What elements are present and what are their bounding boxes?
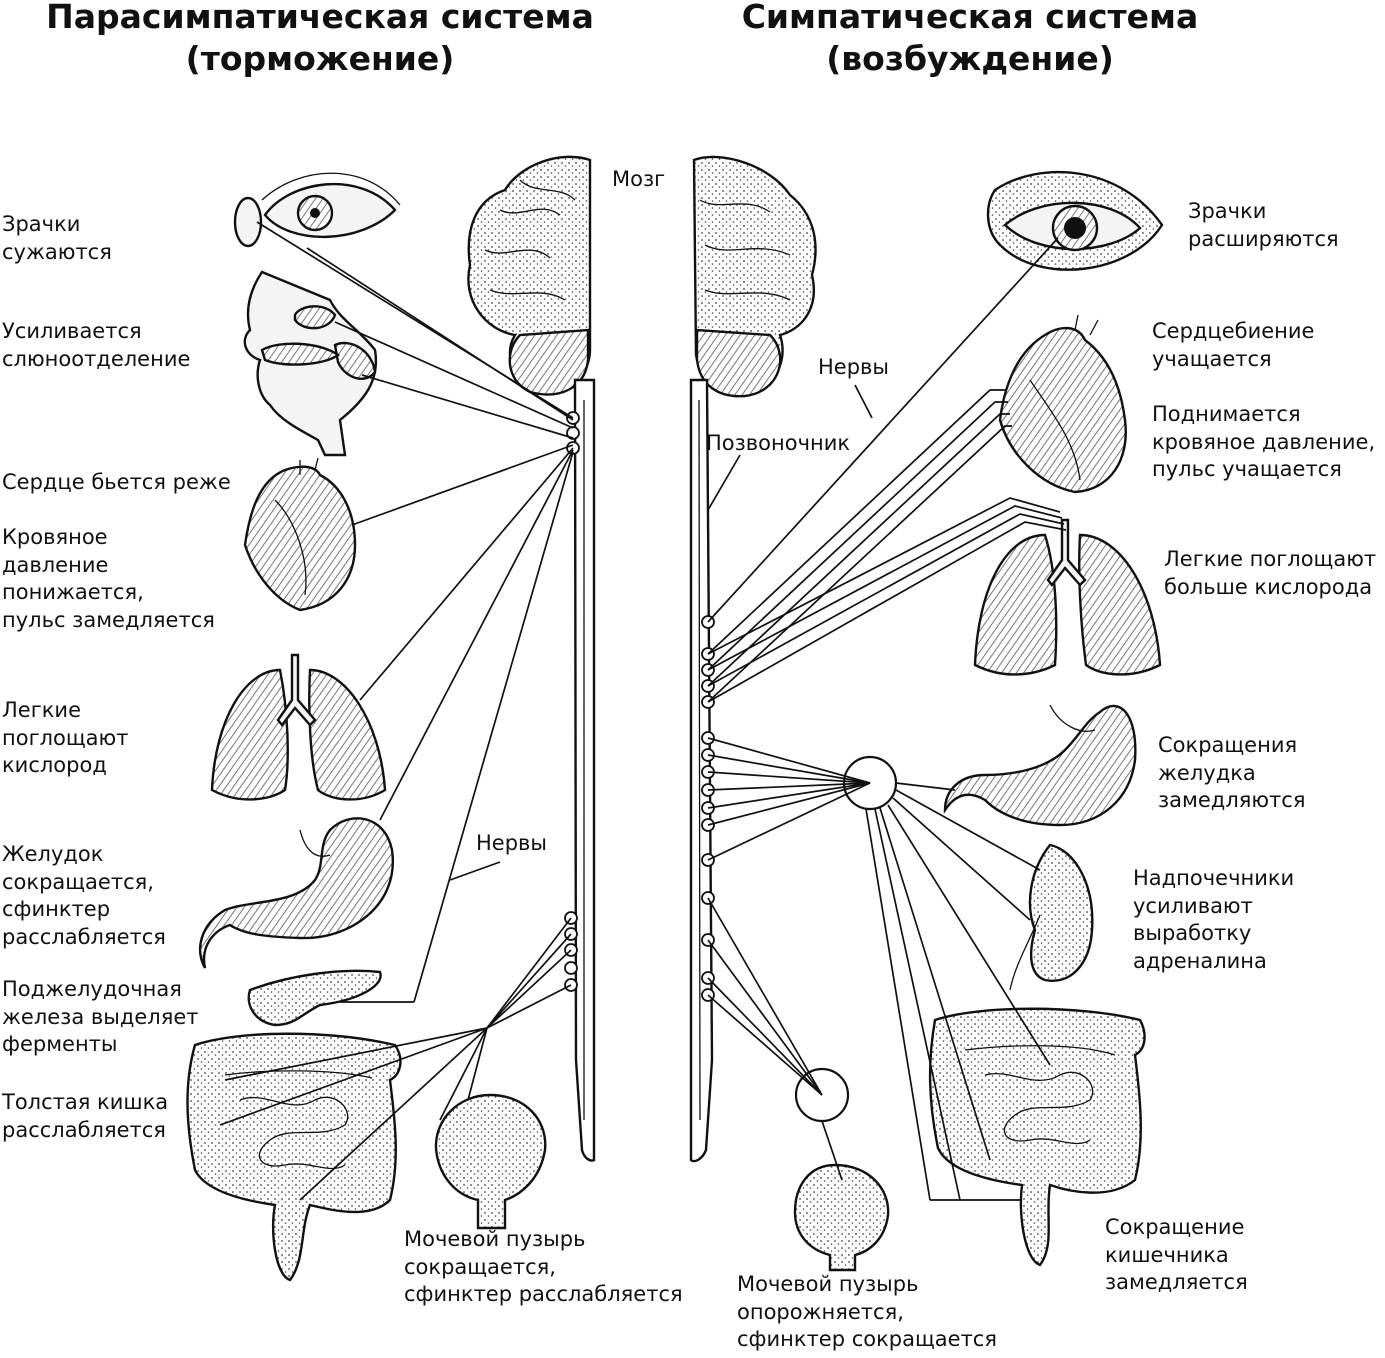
left-spinal-cord	[573, 378, 596, 1162]
label-line: Мочевой пузырь	[404, 1227, 586, 1251]
label-line: Легкие	[2, 698, 81, 722]
right-lungs	[973, 518, 1162, 676]
label-line: Толстая кишка	[2, 1090, 169, 1114]
left-heart	[243, 457, 357, 612]
label-line: расширяются	[1188, 226, 1339, 251]
right-intestines	[928, 1007, 1146, 1267]
label-line: Зрачки	[2, 212, 81, 236]
right-nodes	[701, 615, 715, 1002]
title-left-line2: (торможение)	[185, 39, 455, 78]
label-line: Сердце бьется реже	[2, 470, 231, 494]
left-label-stomach: Желудок сокращается, сфинктер расслабляе…	[2, 841, 166, 951]
right-stomach	[943, 704, 1137, 827]
label-line: Сердцебиение	[1152, 319, 1315, 343]
right-eye	[986, 170, 1164, 271]
spine-label: Позвоночник	[706, 431, 851, 455]
label-line: сфинктер сокращается	[737, 1327, 997, 1351]
label-line: Сокращения	[1158, 733, 1298, 757]
label-line: опорожняется,	[737, 1299, 904, 1324]
label-line: сфинктер	[2, 897, 111, 921]
label-line: Мочевой пузырь	[737, 1272, 919, 1296]
right-heart	[998, 314, 1127, 494]
right-label-lungs: Легкие поглощают больше кислорода	[1164, 546, 1376, 601]
nerves-label-right: Нервы	[818, 355, 889, 379]
label-line: давление	[2, 552, 109, 577]
title-left-line1: Парасимпатическая система	[46, 0, 594, 36]
label-line: ферменты	[2, 1032, 118, 1056]
left-stomach	[198, 817, 395, 969]
title-right-line2: (возбуждение)	[826, 39, 1114, 78]
label-line: понижается,	[2, 580, 144, 604]
left-face-profile	[243, 270, 378, 457]
label-line: кровяное давление,	[1152, 429, 1376, 454]
right-label-pupils: Зрачки расширяются	[1188, 198, 1339, 253]
left-label-lungs: Легкие поглощают кислород	[2, 697, 128, 780]
label-line: усиливают	[1133, 893, 1253, 918]
label-line: кислород	[2, 753, 107, 777]
label-line: Надпочечники	[1133, 866, 1295, 890]
left-pancreas	[247, 969, 382, 1027]
sympathetic-title: Симпатическая система (возбуждение)	[720, 0, 1220, 80]
left-label-pressure: Кровяное давление понижается, пульс заме…	[2, 524, 215, 634]
label-line: учащается	[1152, 346, 1272, 371]
right-nerves	[707, 237, 1067, 1201]
label-line: сфинктер расслабляется	[404, 1282, 683, 1306]
label-line: выработку	[1133, 921, 1252, 945]
label-line: Желудок	[2, 842, 104, 866]
left-label-saliva: Усиливается слюноотделение	[2, 318, 190, 373]
left-label-colon: Толстая кишка расслабляется	[2, 1089, 168, 1144]
left-lungs	[210, 653, 387, 801]
left-eye	[233, 172, 401, 248]
left-label-bladder: Мочевой пузырь сокращается, сфинктер рас…	[404, 1226, 683, 1309]
label-line: Кровяное	[2, 525, 108, 549]
label-line: желудка	[1158, 760, 1256, 785]
left-bladder	[434, 1093, 547, 1230]
label-line: сокращается,	[404, 1254, 556, 1279]
left-label-heart: Сердце бьется реже	[2, 469, 231, 497]
label-line: больше кислорода	[1164, 574, 1373, 599]
label-line: расслабляется	[2, 924, 166, 949]
center-leaders	[707, 454, 741, 511]
title-right-line1: Симпатическая система	[741, 0, 1199, 36]
nerves-label-left: Нервы	[476, 831, 547, 855]
label-line: пульс учащается	[1152, 457, 1342, 481]
label-line: поглощают	[2, 725, 129, 750]
label-line: замедляются	[1158, 788, 1306, 812]
label-line: расслабляется	[2, 1117, 166, 1142]
parasympathetic-title: Парасимпатическая система (торможение)	[40, 0, 600, 80]
right-adrenal	[1009, 843, 1094, 991]
label-line: слюноотделение	[2, 346, 191, 371]
right-label-heartbeat: Сердцебиение учащается	[1152, 318, 1314, 373]
right-label-stomach: Сокращения желудка замедляются	[1158, 732, 1305, 815]
label-line: железа выделяет	[2, 1004, 199, 1029]
right-label-pressure: Поднимается кровяное давление, пульс уча…	[1152, 401, 1375, 484]
right-label-intestine: Сокращение кишечника замедляется	[1105, 1214, 1248, 1297]
label-line: Зрачки	[1188, 199, 1267, 223]
left-nerves	[219, 221, 574, 1201]
left-label-pancreas: Поджелудочная железа выделяет ферменты	[2, 976, 199, 1059]
label-line: сокращается,	[2, 869, 154, 894]
label-line: адреналина	[1133, 948, 1267, 973]
label-line: замедляется	[1105, 1270, 1248, 1294]
label-line: Поднимается	[1152, 402, 1301, 426]
label-line: Легкие поглощают	[1164, 547, 1377, 571]
brain-label: Мозг	[612, 167, 666, 191]
right-label-bladder: Мочевой пузырь опорожняется, сфинктер со…	[737, 1271, 997, 1354]
label-line: Усиливается	[2, 319, 142, 343]
right-brain	[692, 155, 817, 398]
right-bladder	[793, 1163, 890, 1272]
label-line: кишечника	[1105, 1242, 1229, 1267]
label-line: Поджелудочная	[2, 977, 182, 1001]
right-label-adrenal: Надпочечники усиливают выработку адренал…	[1133, 865, 1294, 975]
label-line: Сокращение	[1105, 1215, 1245, 1239]
left-brain	[467, 155, 592, 396]
label-line: сужаются	[2, 239, 112, 264]
left-label-pupils: Зрачки сужаются	[2, 211, 112, 266]
label-line: пульс замедляется	[2, 607, 215, 632]
